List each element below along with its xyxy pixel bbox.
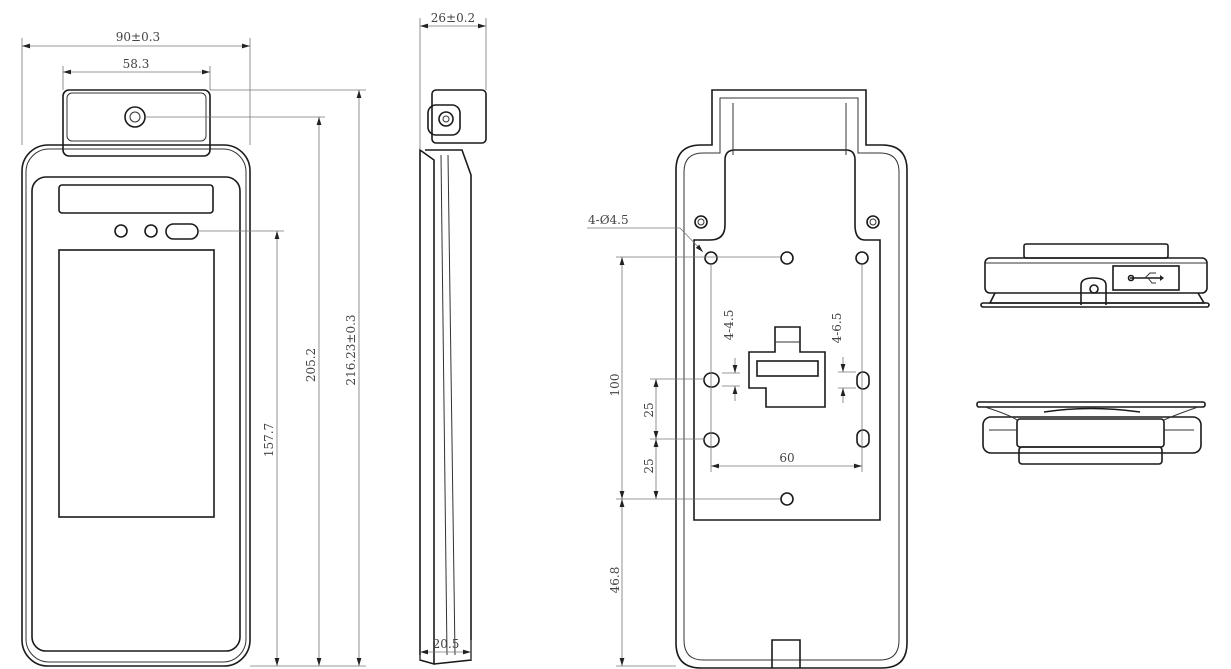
- lens-icon: [438, 111, 454, 127]
- mount-hole: [780, 492, 794, 506]
- width-dimension: 90±0.3: [116, 30, 160, 44]
- lens-icon: [124, 106, 146, 128]
- back-view: 4-Ø4.5 100 46.8 25 25 60 4-4.5 4-6.5: [587, 89, 908, 669]
- slot-spacing-dimension: 25: [642, 458, 656, 473]
- mount-hole: [855, 251, 869, 265]
- screen-height-dimension: 157.7: [262, 423, 276, 457]
- mount-hole: [704, 251, 718, 265]
- slot-left-dimension: 4-4.5: [722, 310, 736, 341]
- hole-dimension: 4-Ø4.5: [588, 213, 629, 227]
- bottom-end-view: [976, 401, 1206, 465]
- camera-module: [62, 89, 211, 157]
- side-view: 26±0.2 20.5: [419, 11, 487, 666]
- mount-slot: [856, 429, 870, 448]
- lens-height-dimension: 205.2: [304, 348, 318, 382]
- depth-top-dimension: 26±0.2: [431, 11, 475, 25]
- horizontal-spacing-dimension: 60: [779, 451, 794, 465]
- slot-right-dimension: 4-6.5: [830, 313, 844, 344]
- mount-slot: [856, 371, 870, 390]
- front-view: 90±0.3 58.3 157.7 205.2 216.23±0.3: [21, 30, 366, 667]
- total-height-dimension: 216.23±0.3: [344, 314, 358, 385]
- sensor-icon: [114, 224, 128, 238]
- depth-bottom-dimension: 20.5: [433, 637, 460, 651]
- usb-icon: [1127, 272, 1164, 284]
- sensor-icon: [144, 224, 158, 238]
- bottom-offset-dimension: 46.8: [608, 567, 622, 594]
- vertical-spacing-dimension: 100: [608, 374, 622, 397]
- top-end-view: [980, 243, 1210, 308]
- top-panel: [58, 184, 214, 214]
- mount-slot: [703, 432, 720, 448]
- sensor-oval-icon: [165, 223, 199, 240]
- slot-spacing-dimension: 25: [642, 402, 656, 417]
- mount-hole: [780, 251, 794, 265]
- camera-width-dimension: 58.3: [123, 57, 150, 71]
- mount-slot: [703, 372, 720, 388]
- screen: [58, 249, 215, 518]
